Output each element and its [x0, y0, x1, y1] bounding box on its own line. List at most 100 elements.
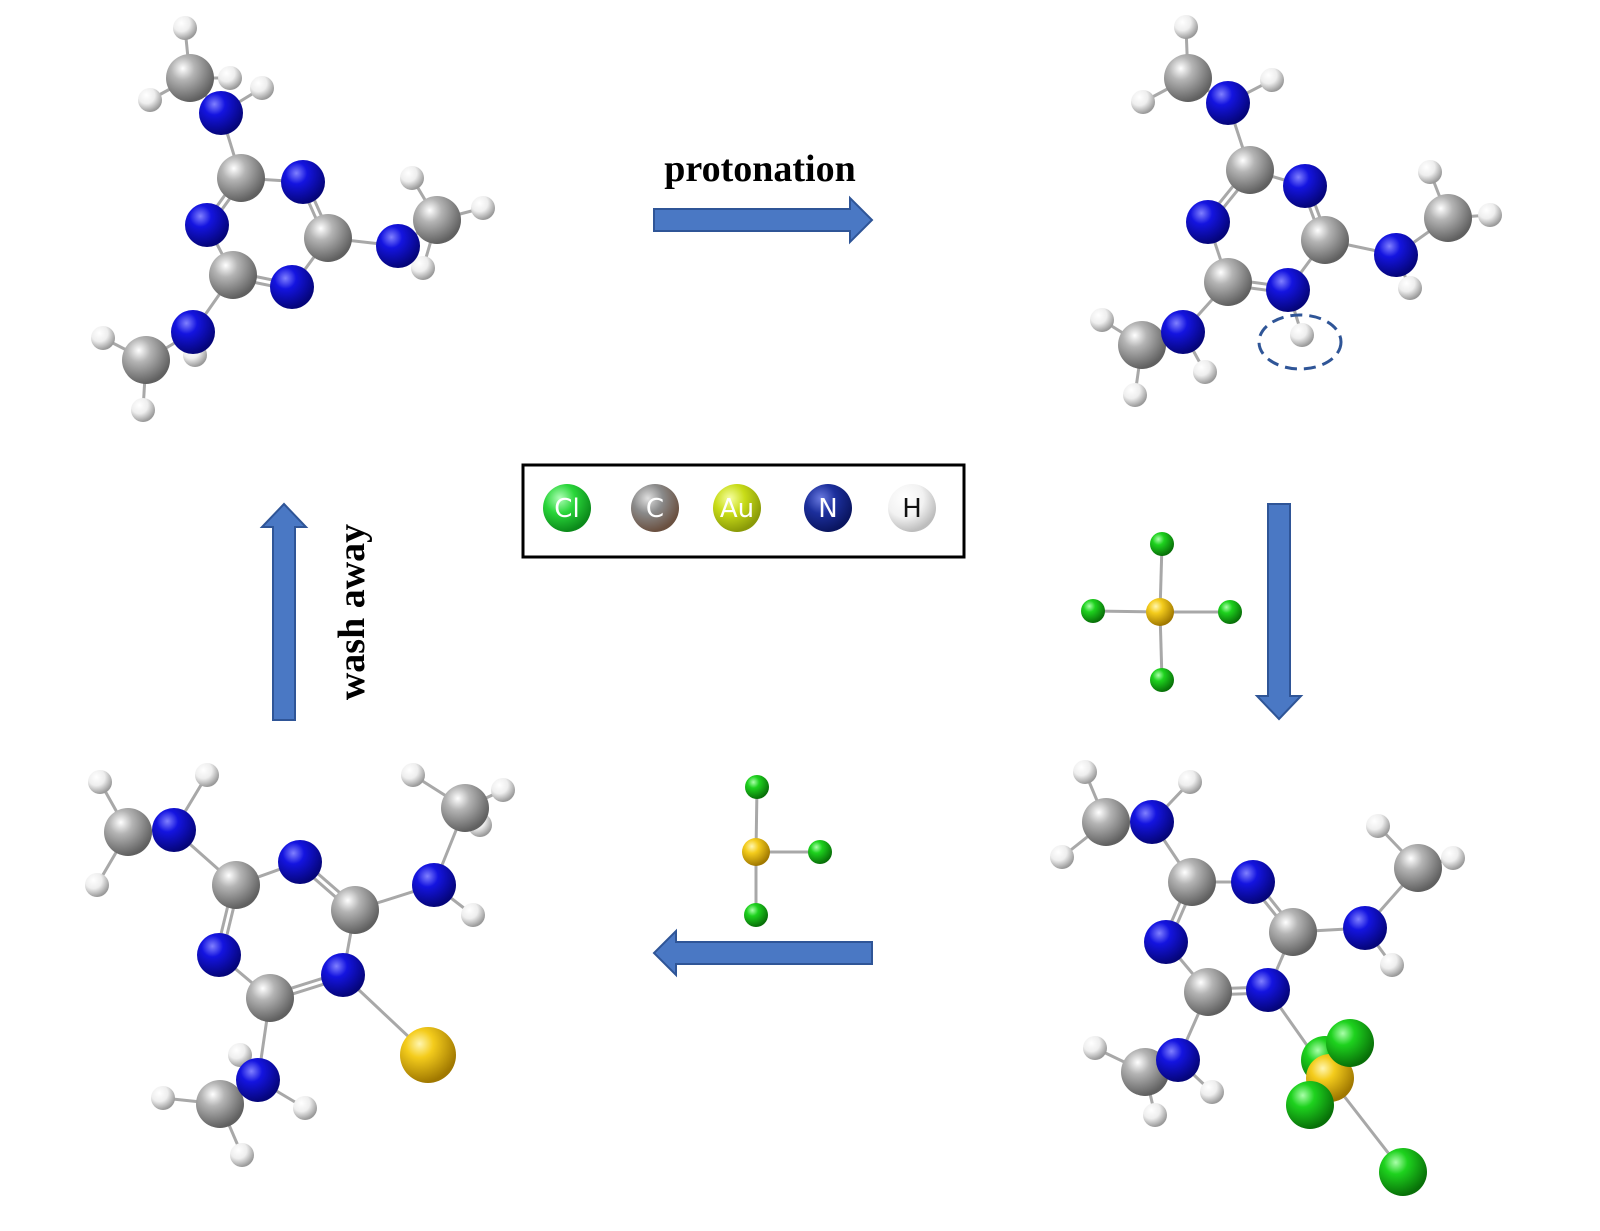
chlorine-atom [745, 775, 769, 799]
nitrogen-atom [1266, 268, 1310, 312]
gold-atom [400, 1027, 456, 1083]
hydrogen-atom [91, 326, 115, 350]
protonation-label: protonation [664, 148, 855, 190]
carbon-atom [246, 974, 294, 1022]
hydrogen-atom [401, 763, 425, 787]
hydrogen-atom [151, 1086, 175, 1110]
hydrogen-atom [1050, 845, 1074, 869]
hydrogen-atom [1290, 323, 1314, 347]
carbon-atom [413, 196, 461, 244]
nitrogen-atom [1374, 233, 1418, 277]
aucl3-ion [742, 775, 832, 927]
nitrogen-atom [1130, 800, 1174, 844]
gold-atom [1146, 598, 1174, 626]
nitrogen-atom [1161, 310, 1205, 354]
carbon-atom [104, 808, 152, 856]
carbon-atom [1204, 258, 1252, 306]
hydrogen-atom [411, 256, 435, 280]
carbon-atom [1168, 858, 1216, 906]
carbon-atom [209, 251, 257, 299]
arrow-right [653, 195, 874, 245]
hydrogen-atom [400, 166, 424, 190]
nitrogen-atom [376, 224, 420, 268]
carbon-atom [1226, 146, 1274, 194]
hydrogen-atom [461, 903, 485, 927]
hydrogen-atom [85, 873, 109, 897]
molecule-neutral [91, 16, 495, 422]
hydrogen-atom [1073, 760, 1097, 784]
arrow-left [652, 928, 873, 978]
hydrogen-atom [1193, 360, 1217, 384]
hydrogen-atom [131, 398, 155, 422]
hydrogen-atom [1260, 68, 1284, 92]
hydrogen-atom [218, 66, 242, 90]
hydrogen-atom [228, 1043, 252, 1067]
nitrogen-atom [1231, 860, 1275, 904]
chlorine-atom [1150, 668, 1174, 692]
carbon-atom [1118, 321, 1166, 369]
hydrogen-atom [1418, 160, 1442, 184]
hydrogen-atom [195, 763, 219, 787]
hydrogen-atom [1174, 15, 1198, 39]
hydrogen-atom [1131, 90, 1155, 114]
nitrogen-atom [1156, 1038, 1200, 1082]
molecule-protonated [1090, 15, 1502, 407]
hydrogen-atom [293, 1096, 317, 1120]
legend-label-hydrogen: H [902, 494, 922, 524]
carbon-atom [1082, 798, 1130, 846]
chlorine-atom [1150, 532, 1174, 556]
hydrogen-atom [1178, 770, 1202, 794]
hydrogen-atom [1090, 308, 1114, 332]
molecule-au-adduct [85, 763, 515, 1167]
nitrogen-atom [1283, 164, 1327, 208]
carbon-atom [331, 886, 379, 934]
nitrogen-atom [199, 91, 243, 135]
hydrogen-atom [173, 16, 197, 40]
chlorine-atom [744, 903, 768, 927]
carbon-atom [166, 54, 214, 102]
nitrogen-atom [1206, 81, 1250, 125]
carbon-atom [217, 154, 265, 202]
nitrogen-atom [412, 863, 456, 907]
legend-swatch-gold [713, 484, 761, 532]
legend-label-carbon: C [646, 494, 664, 524]
nitrogen-atom [1246, 968, 1290, 1012]
carbon-atom [1424, 194, 1472, 242]
carbon-atom [122, 336, 170, 384]
hydrogen-atom [1123, 383, 1147, 407]
hydrogen-atom [1366, 814, 1390, 838]
gold-atom [742, 838, 770, 866]
hydrogen-atom [1380, 953, 1404, 977]
hydrogen-atom [1143, 1103, 1167, 1127]
legend-swatch-hydrogen [888, 484, 936, 532]
carbon-atom [1394, 844, 1442, 892]
chlorine-atom [1218, 600, 1242, 624]
carbon-atom [1269, 908, 1317, 956]
nitrogen-atom [281, 160, 325, 204]
nitrogen-atom [278, 840, 322, 884]
hydrogen-atom [1398, 276, 1422, 300]
chlorine-atom [1379, 1148, 1427, 1196]
hydrogen-atom [1200, 1080, 1224, 1104]
nitrogen-atom [1343, 906, 1387, 950]
hydrogen-atom [250, 76, 274, 100]
hydrogen-atom [1478, 203, 1502, 227]
nitrogen-atom [270, 265, 314, 309]
legend-label-nitrogen: N [818, 494, 837, 524]
nitrogen-atom [152, 808, 196, 852]
nitrogen-atom [236, 1058, 280, 1102]
carbon-atom [441, 784, 489, 832]
legend-swatch-nitrogen [804, 484, 852, 532]
legend-swatch-carbon [631, 484, 679, 532]
hydrogen-atom [491, 778, 515, 802]
proton-highlight-circle [1257, 313, 1343, 371]
hydrogen-atom [138, 88, 162, 112]
chlorine-atom [1081, 599, 1105, 623]
legend-label-gold: Au [720, 494, 754, 524]
nitrogen-atom [321, 953, 365, 997]
nitrogen-atom [197, 933, 241, 977]
nitrogen-atom [171, 310, 215, 354]
carbon-atom [196, 1080, 244, 1128]
